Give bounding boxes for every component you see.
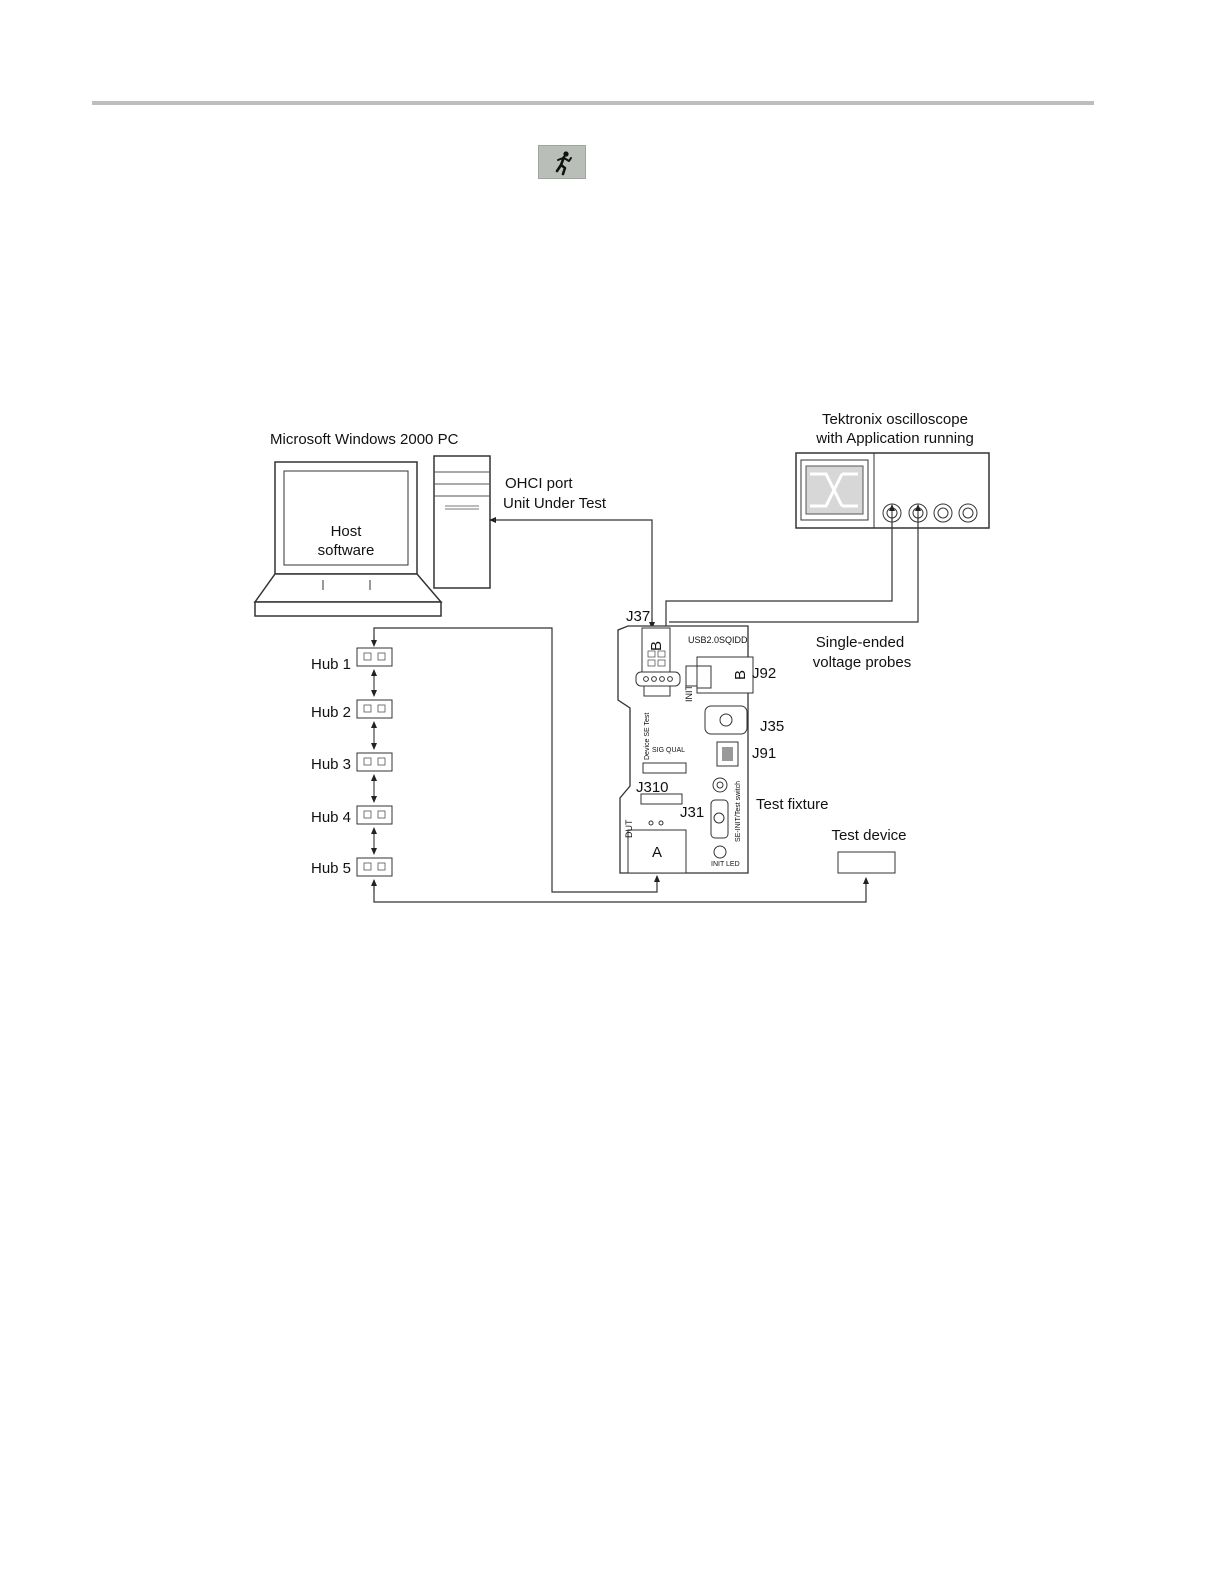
hub-3-label: Hub 3 <box>311 756 351 773</box>
connector-b-j92: B <box>732 670 749 680</box>
device-se-test-label: Device SE Test <box>644 713 651 760</box>
init-label: INIT <box>684 684 694 702</box>
test-fixture-board <box>617 625 754 874</box>
connector-a-j31: A <box>652 844 662 861</box>
probes-label-line1: Single-ended <box>816 634 904 651</box>
j92-label: J92 <box>752 665 776 682</box>
hub-5 <box>356 857 393 877</box>
hub5-to-test-device-cable <box>373 877 869 903</box>
hub-1-label: Hub 1 <box>311 656 351 673</box>
hub-to-dut-cable <box>373 627 660 893</box>
ohci-port-line2: Unit Under Test <box>503 495 607 512</box>
ohci-cable <box>489 517 653 628</box>
init-led-label: INIT LED <box>711 861 740 868</box>
ohci-port-line1: OHCI port <box>505 475 573 492</box>
running-man-icon <box>555 151 572 176</box>
connector-b-j37: B <box>648 641 665 651</box>
j310-label: J310 <box>636 779 669 796</box>
host-software-line2: software <box>318 542 375 559</box>
hub-4-label: Hub 4 <box>311 809 351 826</box>
host-software-line1: Host <box>331 523 363 540</box>
test-device-box <box>837 851 896 874</box>
run-button[interactable] <box>538 145 586 179</box>
hub-5-label: Hub 5 <box>311 860 351 877</box>
hub-2-label: Hub 2 <box>311 704 351 721</box>
hub-3 <box>356 752 393 772</box>
pc-laptop-icon <box>253 461 443 617</box>
se-init-test-switch-label: SE-INIT/Test switch <box>735 781 742 842</box>
j35-label: J35 <box>760 718 784 735</box>
j31-label: J31 <box>680 804 704 821</box>
hub-4 <box>356 805 393 825</box>
board-name-label: USB2.0SQIDD <box>688 635 748 645</box>
sig-qual-label: SIG QUAL <box>652 747 685 754</box>
dut-label: DUT <box>624 819 634 838</box>
probes-label-line2: voltage probes <box>813 654 911 671</box>
scope-label-line2: with Application running <box>815 430 974 447</box>
top-rule <box>92 101 1094 105</box>
pc-tower-icon <box>433 455 491 589</box>
test-fixture-label: Test fixture <box>756 796 829 813</box>
test-device-label: Test device <box>831 827 906 844</box>
scope-label-line1: Tektronix oscilloscope <box>822 411 968 428</box>
hub-1 <box>356 647 393 667</box>
pc-label: Microsoft Windows 2000 PC <box>270 431 459 448</box>
j91-label: J91 <box>752 745 776 762</box>
hub-2 <box>356 699 393 719</box>
probe-wire-2 <box>669 517 919 623</box>
j37-label: J37 <box>626 608 650 625</box>
